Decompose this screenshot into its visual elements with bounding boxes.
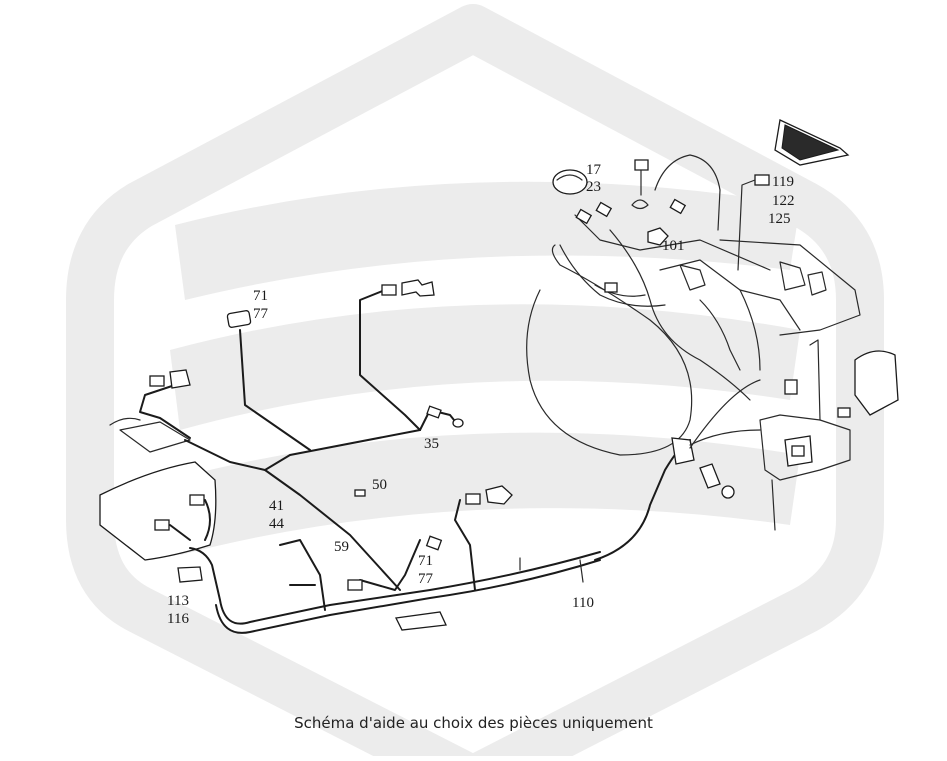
label-71-upper: 71 — [253, 288, 268, 304]
main-wiring-harness — [139, 289, 691, 634]
label-113: 113 — [167, 593, 189, 609]
label-125: 125 — [768, 211, 791, 227]
label-110: 110 — [572, 595, 594, 611]
label-59: 59 — [334, 539, 349, 555]
label-17: 17 — [586, 162, 602, 178]
label-119: 119 — [772, 174, 794, 190]
left-mounting-bracket — [99, 417, 217, 561]
label-116: 116 — [167, 611, 189, 627]
label-122: 122 — [772, 193, 795, 209]
tank-assembly — [526, 244, 693, 456]
label-77-lower: 77 — [418, 571, 434, 587]
label-50: 50 — [372, 477, 387, 493]
label-71-lower: 71 — [418, 553, 433, 569]
label-101: 101 — [662, 238, 685, 254]
label-23: 23 — [586, 179, 601, 195]
label-35: 35 — [424, 436, 439, 452]
part-number-labels: 17 23 101 119 122 125 71 77 35 50 41 44 … — [167, 162, 795, 627]
label-41: 41 — [269, 498, 284, 514]
switch-assembly — [671, 339, 851, 531]
diagram-caption: Schéma d'aide au choix des pièces unique… — [294, 714, 653, 732]
label-77-upper: 77 — [253, 306, 269, 322]
hexagon-wave-logo — [66, 4, 884, 761]
upper-right-assembly — [552, 119, 899, 416]
harness-connectors — [149, 279, 513, 631]
label-44: 44 — [269, 516, 285, 532]
